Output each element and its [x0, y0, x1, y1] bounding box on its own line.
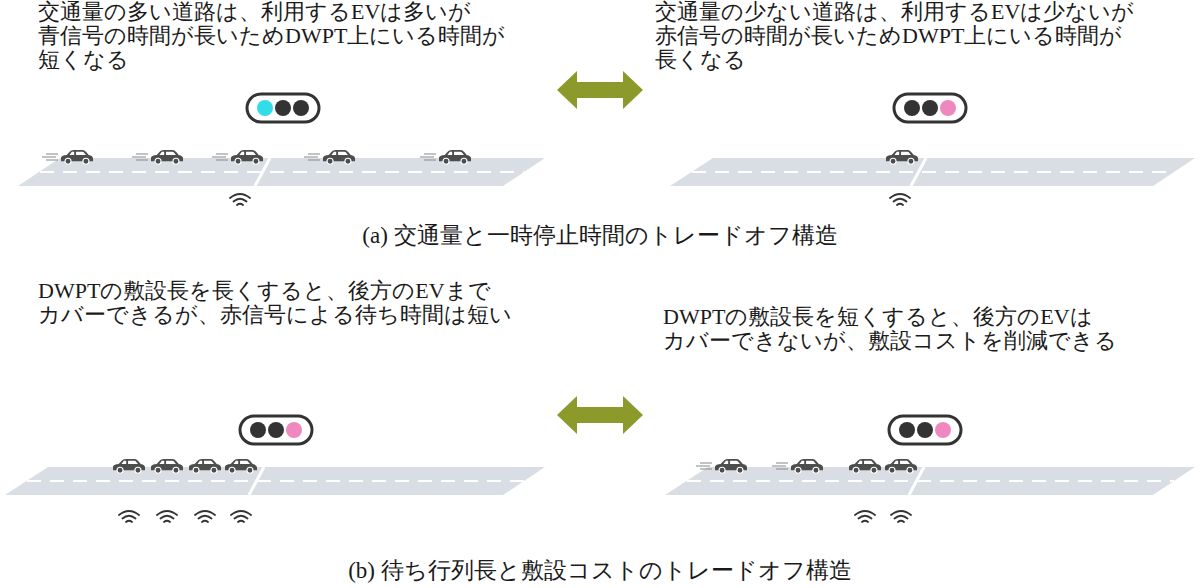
dwpt-coils: [855, 511, 911, 522]
cars: [113, 459, 257, 473]
traffic-light: [894, 94, 966, 122]
road: [665, 467, 1195, 495]
traffic-light: [240, 416, 312, 444]
double-arrow: [557, 396, 643, 434]
traffic-light: [889, 416, 961, 444]
note-text: DWPTの敷設長を長くすると、後方のEVまで カバーできるが、赤信号による待ち時…: [38, 279, 578, 327]
lane-line: [687, 480, 1174, 482]
lane-line: [692, 171, 1174, 173]
note-text: 交通量の少ない道路は、利用するEVは少ないが 赤信号の時間が長いためDWPT上に…: [655, 0, 1195, 72]
car: [886, 150, 918, 164]
double-arrow: [557, 71, 643, 109]
note-text: DWPTの敷設長を短くすると、後方のEVは カバーできないが、敷設コストを削減で…: [663, 305, 1193, 353]
dwpt-coils: [119, 511, 251, 522]
lane-line: [40, 171, 524, 173]
cars: [696, 459, 917, 473]
road: [670, 158, 1195, 186]
dwpt-coil: [890, 194, 910, 205]
caption: (a) 交通量と一時停止時間のトレードオフ構造: [362, 223, 837, 249]
cars: [42, 150, 471, 164]
traffic-light: [247, 94, 319, 122]
lane-line: [27, 480, 524, 482]
dwpt-coil: [230, 194, 250, 205]
caption: (b) 待ち行列長と敷設コストのトレードオフ構造: [348, 558, 852, 584]
road: [5, 467, 545, 495]
note-text: 交通量の多い道路は、利用するEVは多いが 青信号の時間が長いためDWPT上にいる…: [38, 0, 578, 72]
